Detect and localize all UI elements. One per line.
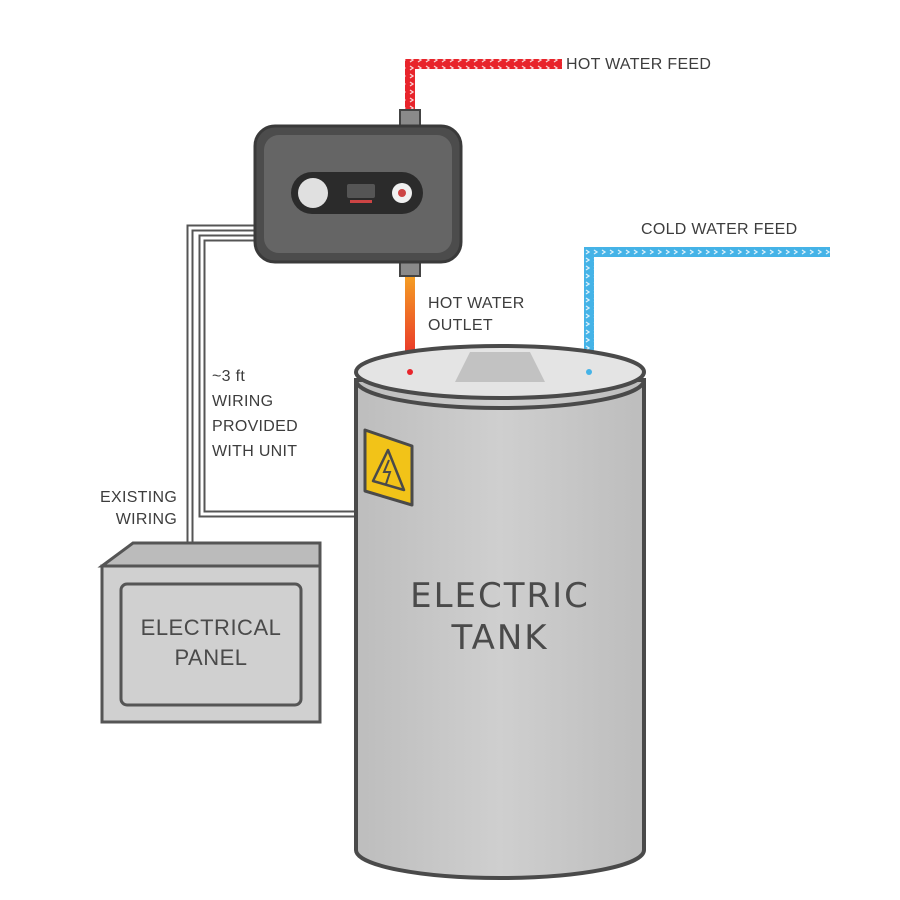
high-voltage-warning-icon: [363, 428, 414, 507]
hot-water-feed-pipe: [405, 59, 562, 122]
electrical-panel-label: ELECTRICAL PANEL: [140, 615, 282, 670]
wiring-provided-label: ~3 ft WIRING PROVIDED WITH UNIT: [212, 368, 298, 460]
cold-water-feed-label: COLD WATER FEED: [641, 221, 798, 238]
electric-tank: [354, 344, 646, 880]
hot-water-outlet-pipe: [405, 270, 415, 370]
hot-water-feed-label: HOT WATER FEED: [566, 56, 712, 73]
cold-water-feed-pipe: [584, 247, 830, 372]
hot-water-outlet-label: HOT WATER OUTLET: [428, 295, 525, 334]
electrical-panel: [97, 541, 322, 724]
existing-wiring-label: EXISTING WIRING: [100, 489, 178, 528]
tankless-heater-unit-icon: [253, 109, 463, 277]
electric-tank-label: ELECTRIC TANK: [410, 576, 590, 658]
